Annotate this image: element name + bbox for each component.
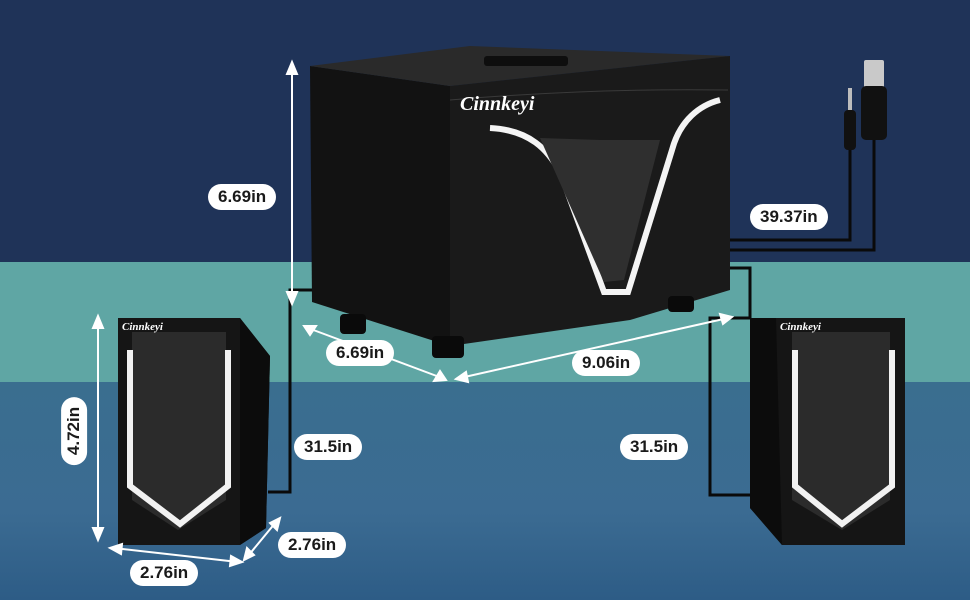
label-right-speaker-cable: 31.5in (620, 434, 689, 460)
label-satellite-depth: 2.76in (278, 532, 347, 558)
label-cable-length-usb: 39.37in (750, 204, 828, 230)
dimension-arrows (91, 59, 735, 568)
aux-plug (844, 88, 856, 150)
usb-plug (861, 60, 887, 140)
cable-aux (730, 140, 876, 252)
label-satellite-width: 2.76in (130, 560, 199, 586)
label-subwoofer-height: 6.69in (208, 184, 277, 210)
label-subwoofer-width: 9.06in (572, 350, 641, 376)
brand-logo-left-speaker: Cinnkeyi (122, 321, 164, 333)
label-left-speaker-cable: 31.5in (294, 434, 363, 460)
label-satellite-height: 4.72in (61, 396, 88, 466)
cable-right-speaker (708, 266, 752, 497)
left-speaker (118, 318, 270, 545)
cable-usb (730, 150, 852, 242)
brand-logo-subwoofer: Cinnkeyi (460, 93, 535, 115)
right-speaker (750, 318, 905, 545)
brand-logo-right-speaker: Cinnkeyi (780, 321, 822, 333)
label-subwoofer-depth: 6.69in (326, 340, 395, 366)
subwoofer (310, 46, 730, 358)
cable-left-speaker (268, 288, 315, 494)
